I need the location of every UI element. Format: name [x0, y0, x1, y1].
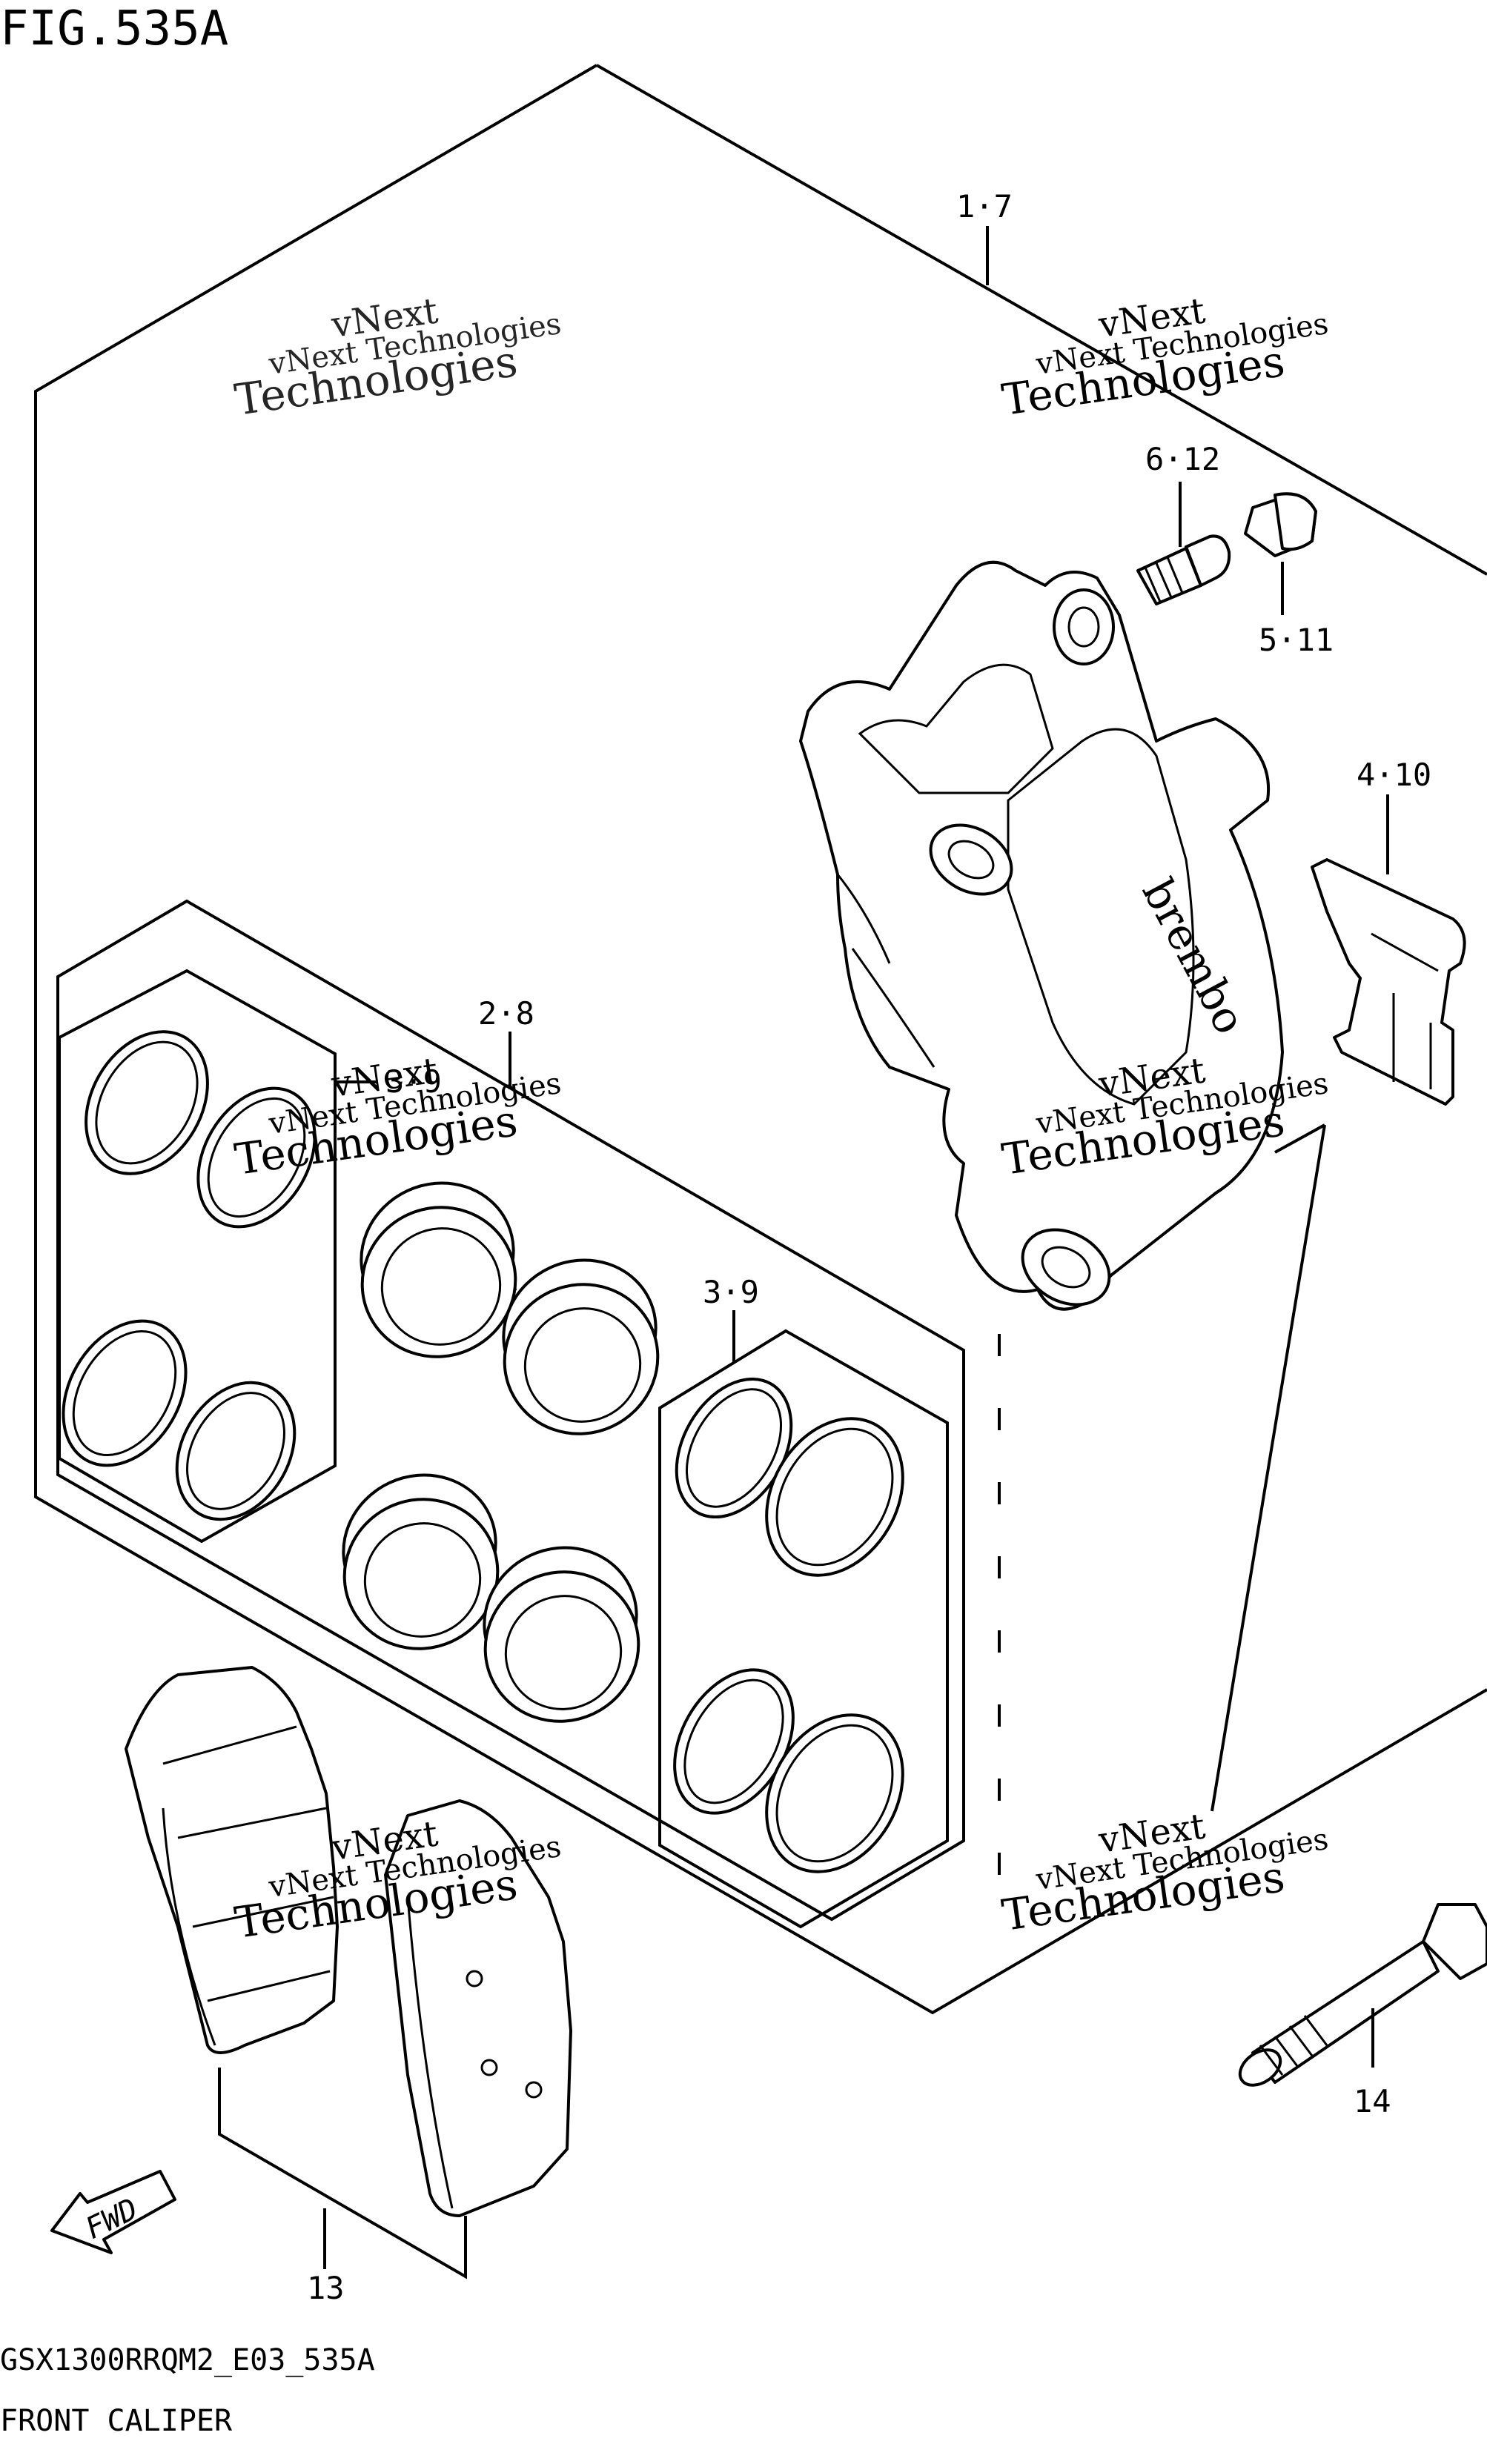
watermark: vNext Technologies vNext Technologies — [998, 1049, 1330, 1184]
callout-2-8: 2·8 — [478, 995, 534, 1032]
diagram-name: FRONT CALIPER — [0, 2404, 233, 2438]
seal-group-right — [658, 1329, 949, 1929]
callout-5-11: 5·11 — [1259, 622, 1334, 658]
assembly-boundary — [34, 64, 1487, 2015]
watermark: vNext Technologies vNext Technologies — [998, 1805, 1330, 1940]
assembly-guide — [1211, 1123, 1326, 1812]
watermark: vNext Technologies vNext Technologies — [231, 290, 563, 425]
pad-spring — [1311, 858, 1466, 1106]
watermark: vNext Technologies vNext Technologies — [998, 290, 1330, 425]
piston — [483, 1546, 640, 1723]
callout-3-9-left: 3·9 — [385, 1063, 442, 1100]
leader-line — [218, 2068, 467, 2279]
caliper-body: brembo — [799, 560, 1284, 1311]
piston — [502, 1258, 660, 1435]
callout-1-7: 1·7 — [956, 188, 1013, 225]
brake-pad — [125, 1666, 339, 2054]
seal-group-left — [58, 969, 337, 1544]
bleeder-valve — [1136, 534, 1231, 605]
watermark: vNext Technologies vNext Technologies — [231, 1049, 563, 1184]
forward-direction-arrow: FWD — [50, 2170, 176, 2254]
caliper-mounting-bolt — [1238, 1903, 1487, 2087]
seal-ring — [765, 1417, 904, 1577]
callout-6-12: 6·12 — [1145, 441, 1220, 477]
seal-ring — [196, 1086, 317, 1229]
seal-ring — [175, 1381, 297, 1521]
callout-14: 14 — [1354, 2083, 1391, 2119]
seal-ring — [62, 1319, 188, 1467]
piston — [360, 1181, 517, 1358]
seal-ring — [85, 1030, 209, 1175]
figure-title: FIG.535A — [0, 1, 228, 56]
piston — [342, 1473, 500, 1650]
piston-kit-boundary — [56, 899, 965, 1922]
diagram-code: GSX1300RRQM2_E03_535A — [0, 2343, 375, 2377]
seal-ring — [765, 1713, 904, 1873]
brake-pad — [384, 1799, 572, 2217]
callout-13: 13 — [307, 2270, 345, 2306]
callout-3-9-right: 3·9 — [703, 1274, 759, 1310]
callout-4-10: 4·10 — [1357, 757, 1431, 793]
bleeder-cap — [1244, 492, 1317, 557]
